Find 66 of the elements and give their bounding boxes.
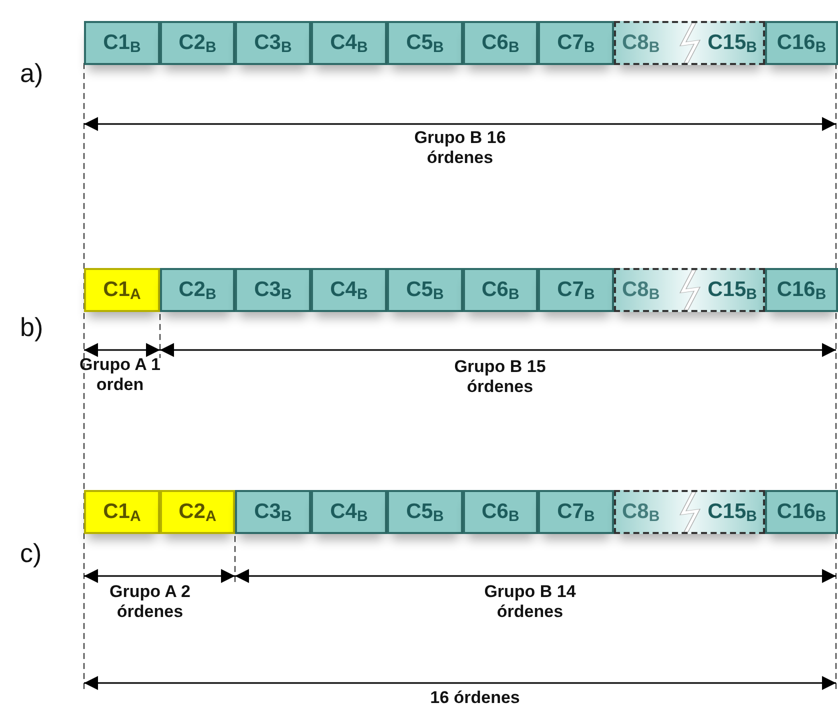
cell-label: C2$_{B}$ <box>178 30 216 56</box>
cell <box>538 21 614 65</box>
cell <box>160 21 235 65</box>
cell-label: C3$_{B}$ <box>254 278 292 302</box>
cell-label: C5$_{B}$ <box>406 278 444 302</box>
cell <box>387 268 463 312</box>
cell <box>463 268 538 312</box>
dimension-label: Grupo B 15 órdenes <box>453 357 547 397</box>
cell-label: C15$_{B}$ <box>708 278 757 302</box>
cell-label: C15$_{B}$ <box>708 30 757 56</box>
cell <box>235 490 311 534</box>
cell <box>765 268 838 312</box>
break-cell <box>614 21 765 65</box>
cell-label: C2$_{A}$ <box>178 500 216 524</box>
cell-label: C8$_{B}$ <box>622 30 660 56</box>
cell-label: C6$_{B}$ <box>482 500 520 524</box>
cell <box>538 268 614 312</box>
cell <box>84 21 160 65</box>
break-cell <box>614 490 765 534</box>
dimension-label: Grupo B 16 órdenes <box>413 128 507 168</box>
cell <box>84 490 160 534</box>
row-label: a) <box>20 58 44 89</box>
cell-label: C5$_{B}$ <box>406 30 444 56</box>
cell <box>311 268 387 312</box>
cell <box>235 21 311 65</box>
cell-label: C7$_{B}$ <box>557 278 595 302</box>
dimension-label: Grupo A 1 orden <box>78 355 162 395</box>
cell <box>387 21 463 65</box>
dimension-label: Grupo A 2 órdenes <box>108 582 192 622</box>
row-label: c) <box>20 538 43 569</box>
cell <box>538 490 614 534</box>
cell-label: C16$_{B}$ <box>776 278 826 302</box>
cell-label: C1$_{A}$ <box>103 278 141 302</box>
break-cell <box>614 268 765 312</box>
cell <box>311 490 387 534</box>
cell-label: C4$_{B}$ <box>330 30 368 56</box>
cell <box>84 268 160 312</box>
cell <box>160 490 235 534</box>
cell <box>765 21 838 65</box>
cell-label: C2$_{B}$ <box>178 278 216 302</box>
cell-label: C16$_{B}$ <box>776 500 826 524</box>
cell-label: C4$_{B}$ <box>330 500 368 524</box>
cell <box>463 490 538 534</box>
cell-label: C5$_{B}$ <box>406 500 444 524</box>
cell <box>387 490 463 534</box>
cell-label: C1$_{A}$ <box>103 500 141 524</box>
cell-label: C7$_{B}$ <box>557 500 595 524</box>
cell-label: C4$_{B}$ <box>330 278 368 302</box>
cell-label: C8$_{B}$ <box>622 278 660 302</box>
cell-label: C16$_{B}$ <box>776 30 826 56</box>
cell-label: C6$_{B}$ <box>482 30 520 56</box>
cell-label: C1$_{B}$ <box>103 30 141 56</box>
cell-label: C3$_{B}$ <box>254 30 292 56</box>
cell <box>765 490 838 534</box>
cell-label: C7$_{B}$ <box>557 30 595 56</box>
cell-label: C8$_{B}$ <box>622 500 660 524</box>
cell-label: C15$_{B}$ <box>708 500 757 524</box>
row-label: b) <box>20 312 44 343</box>
cell-label: C3$_{B}$ <box>254 500 292 524</box>
cell <box>160 268 235 312</box>
cell <box>235 268 311 312</box>
dimension-label: 16 órdenes <box>429 688 521 708</box>
cell <box>311 21 387 65</box>
dimension-label: Grupo B 14 órdenes <box>483 582 577 622</box>
cell <box>463 21 538 65</box>
cell-label: C6$_{B}$ <box>482 278 520 302</box>
